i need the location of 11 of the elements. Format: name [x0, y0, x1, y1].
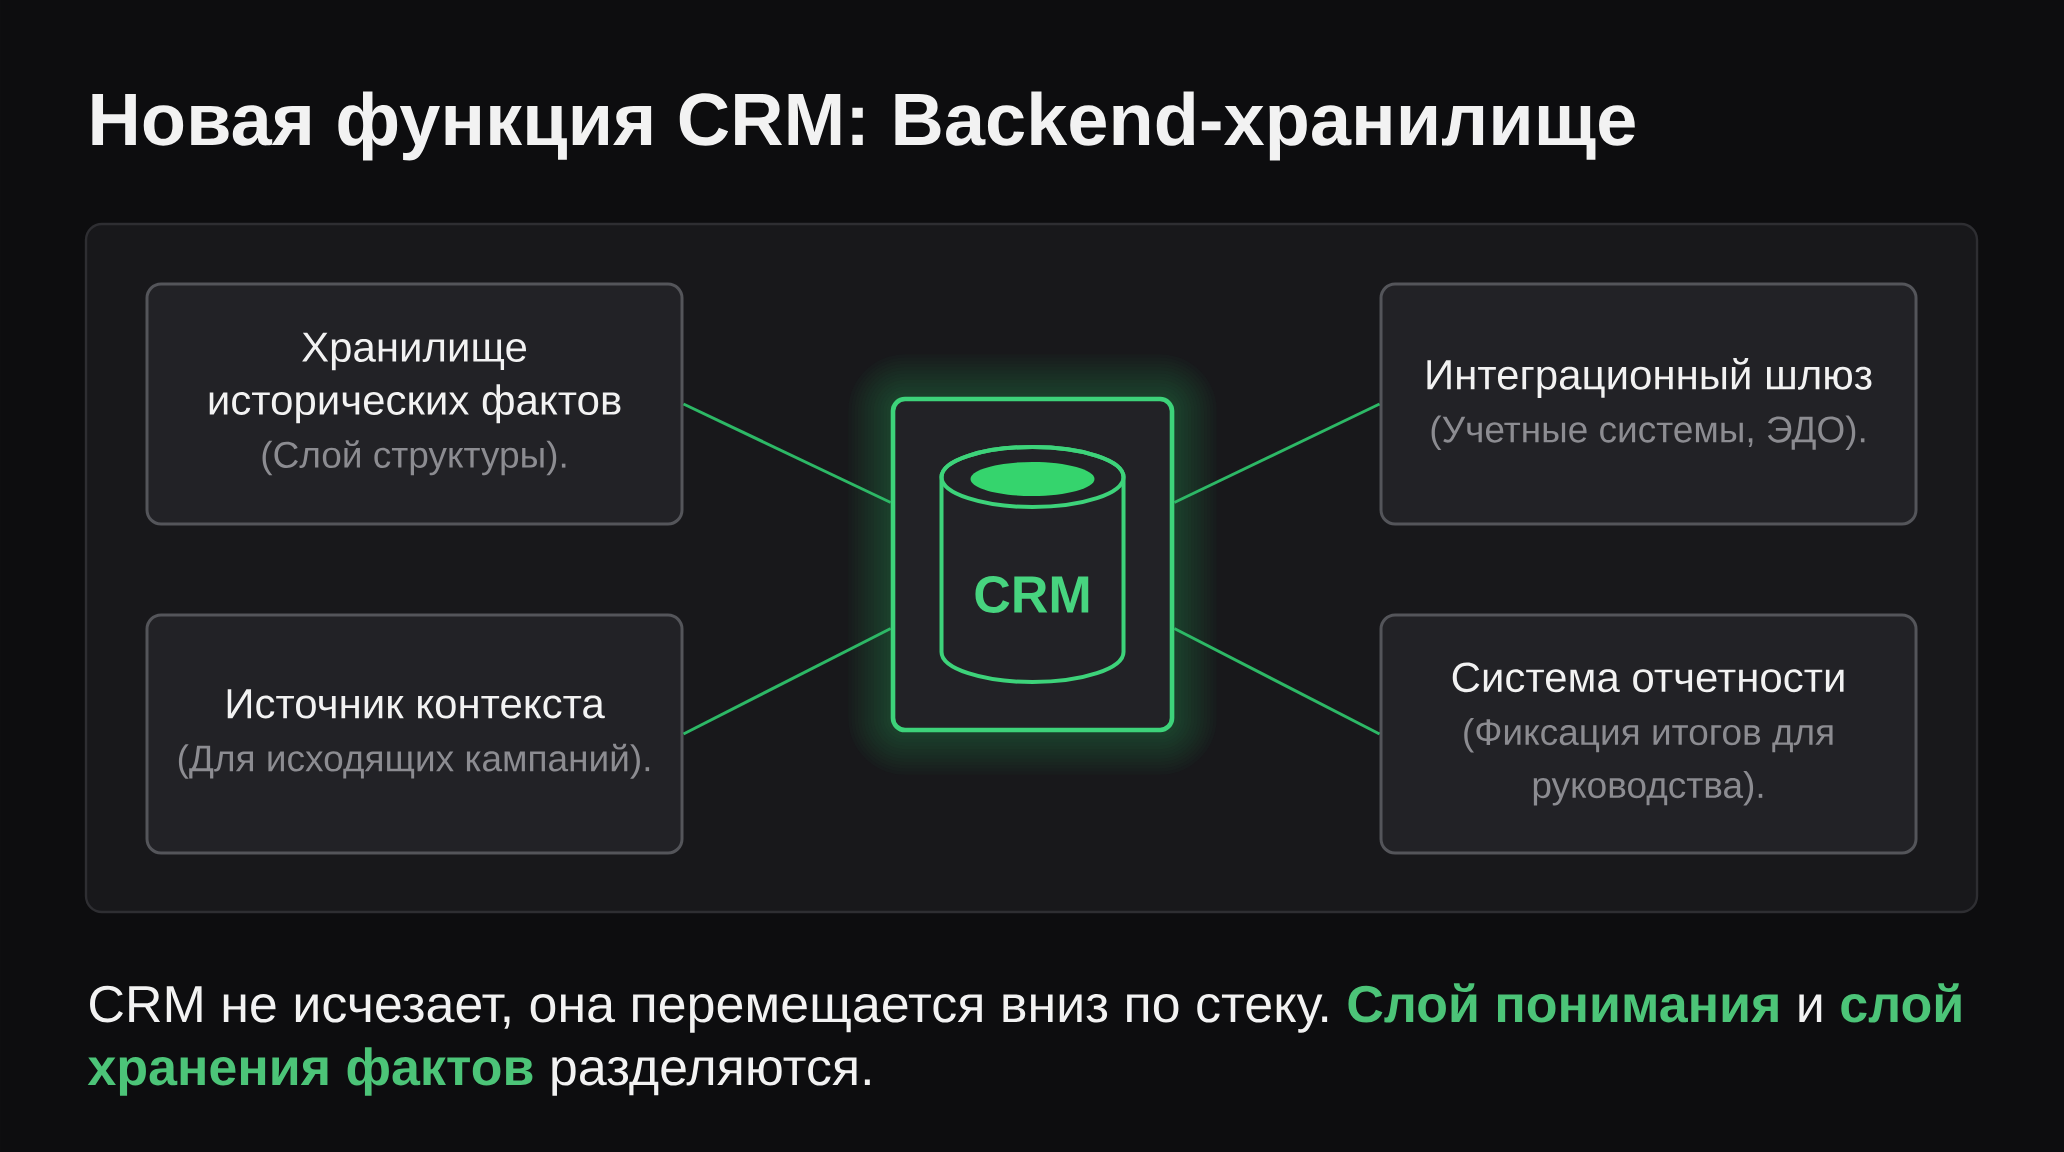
- connector-line: [1173, 627, 1381, 736]
- connector-line: [682, 402, 892, 504]
- info-card: Интеграционный шлюз (Учетные системы, ЭДО).: [1379, 282, 1918, 526]
- info-card: Источник контекста (Для исходящих кампаний).: [145, 613, 684, 855]
- info-card: Хранилище исторических фактов (Слой структуры).: [145, 282, 684, 526]
- title: Новая функция CRM: Backend-хранилище: [92, 91, 1635, 161]
- connector-line: [682, 627, 892, 736]
- connector-line: [1173, 402, 1381, 504]
- info-card: Система отчетности (Фиксация итогов для руководства).: [1379, 613, 1918, 855]
- database-cylinder: CRM: [939, 445, 1126, 684]
- caption: CRM не исчезает, она перемещается вниз по стеку. Слой понимания и слой хранения фактов разделяются.: [87, 983, 1961, 1096]
